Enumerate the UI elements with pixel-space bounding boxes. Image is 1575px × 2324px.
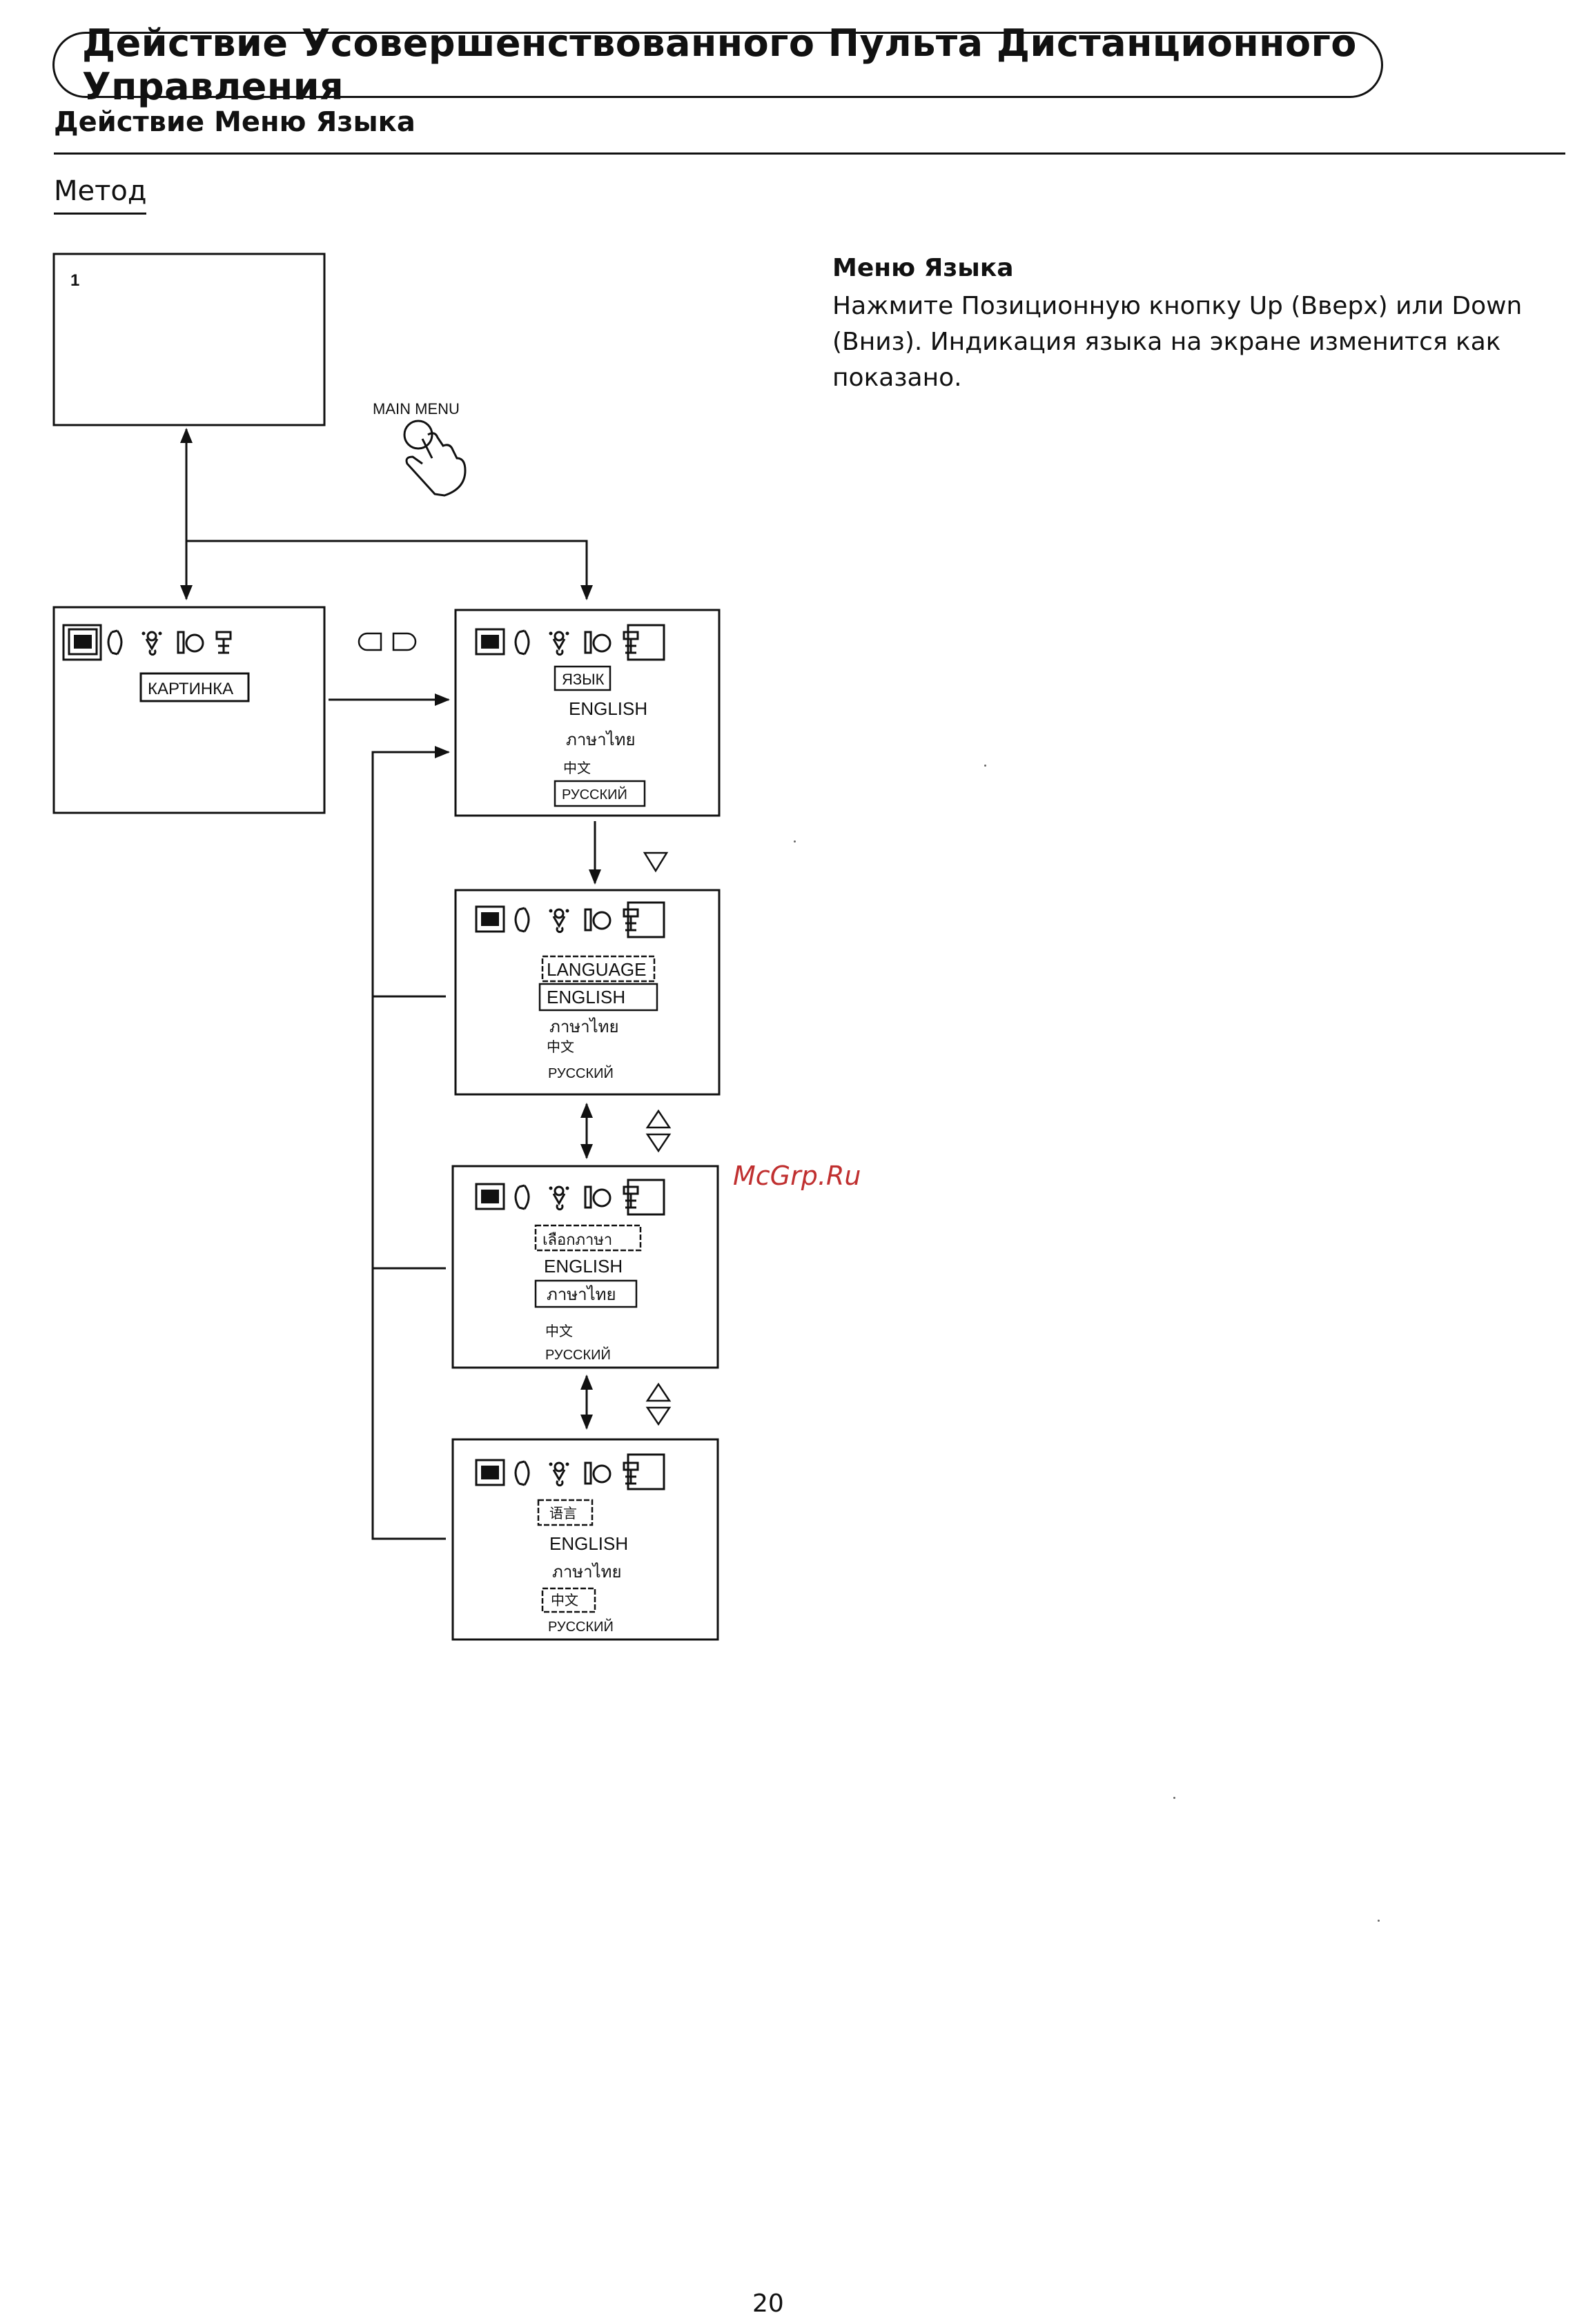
section-divider [54,152,1565,155]
picture-menu-screen [52,606,326,814]
language-screen-2-item-1: ENGLISH [547,987,625,1007]
picture-label-box [139,672,250,702]
document-title-box: Действие Усовершенствованного Пульта Дис… [52,21,1383,108]
language-screen-4-item-2: ภาษาไทย [552,1562,622,1582]
scan-speck [794,840,796,843]
document-title: Действие Усовершенствованного Пульта Дис… [82,21,1357,108]
language-screen-4-item-3: 中文 [551,1593,578,1608]
language-screen-1-heading: ЯЗЫК [562,671,605,688]
down-button-icon [643,851,669,873]
picture-label: КАРТИНКА [148,680,233,698]
language-screen-2-heading: LANGUAGE [547,959,647,980]
section-title: Действие Меню Языка [54,106,415,138]
language-screen-1 [454,609,721,817]
language-screen-2 [454,889,721,1096]
main-menu-label: MAIN MENU [373,400,460,417]
method-underline [54,213,146,215]
hand-press-icon [403,420,467,497]
language-screen-1-item-2: ภาษาไทย [566,730,636,749]
language-screen-3-item-1: ENGLISH [544,1256,623,1277]
left-right-button-icon [358,632,417,651]
language-screen-4-heading: 语言 [549,1506,577,1522]
language-menu-instructions: Нажмите Позиционную кнопку Up (Вверх) ил… [832,292,1523,392]
language-menu-heading: Меню Языка [832,254,1014,282]
scan-speck [1378,1920,1380,1922]
scan-speck [984,765,986,767]
language-screen-2-item-4: РУССКИЙ [548,1065,614,1081]
language-screen-1-item-4: РУССКИЙ [562,786,627,802]
language-screen-3-heading: เลือกภาษา [542,1231,612,1248]
language-screen-2-item-2: ภาษาไทย [549,1017,619,1036]
up-down-button-icon [645,1109,672,1153]
language-screen-3 [451,1165,719,1369]
method-label: Метод [54,175,147,207]
language-screen-4-item-4: РУССКИЙ [548,1618,614,1635]
page-number: 20 [752,2289,784,2318]
language-screen-1-item-3: 中文 [563,760,591,776]
language-screen-1-item-1: ENGLISH [569,698,647,719]
language-screen-4-item-1: ENGLISH [549,1533,628,1554]
language-screen-2-item-3: 中文 [547,1039,574,1055]
scan-speck [1173,1797,1175,1799]
connector-top [186,540,593,600]
language-screen-4 [451,1438,719,1641]
language-screen-3-item-4: РУССКИЙ [545,1346,611,1363]
screen-1 [52,253,326,426]
screen-1-number: 1 [70,271,79,290]
language-screen-3-item-3: 中文 [545,1323,573,1339]
watermark: McGrp.Ru [733,1161,861,1191]
return-loop [371,746,450,1540]
language-screen-3-item-2: ภาษาไทย [547,1285,616,1304]
up-down-button-icon-2 [645,1382,672,1426]
